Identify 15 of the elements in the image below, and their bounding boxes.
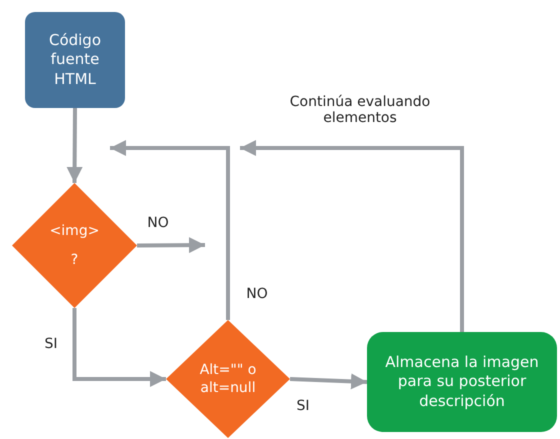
decision-diamond xyxy=(166,320,290,438)
arrow xyxy=(110,140,230,320)
arrow xyxy=(72,308,166,387)
decision-diamond xyxy=(12,183,137,308)
process-box xyxy=(367,332,557,432)
arrow xyxy=(66,108,83,184)
node-text: Código fuente HTML xyxy=(48,30,102,90)
node-text: <img> xyxy=(50,222,100,240)
arrow xyxy=(136,237,206,254)
arrow xyxy=(290,373,368,390)
node-text: Almacena la imagen para su posterior descripción xyxy=(384,352,540,412)
start-box xyxy=(25,12,125,108)
node-text: ? xyxy=(70,250,78,269)
node-text: Alt="" o alt=null xyxy=(198,360,258,398)
arrow xyxy=(240,140,464,332)
